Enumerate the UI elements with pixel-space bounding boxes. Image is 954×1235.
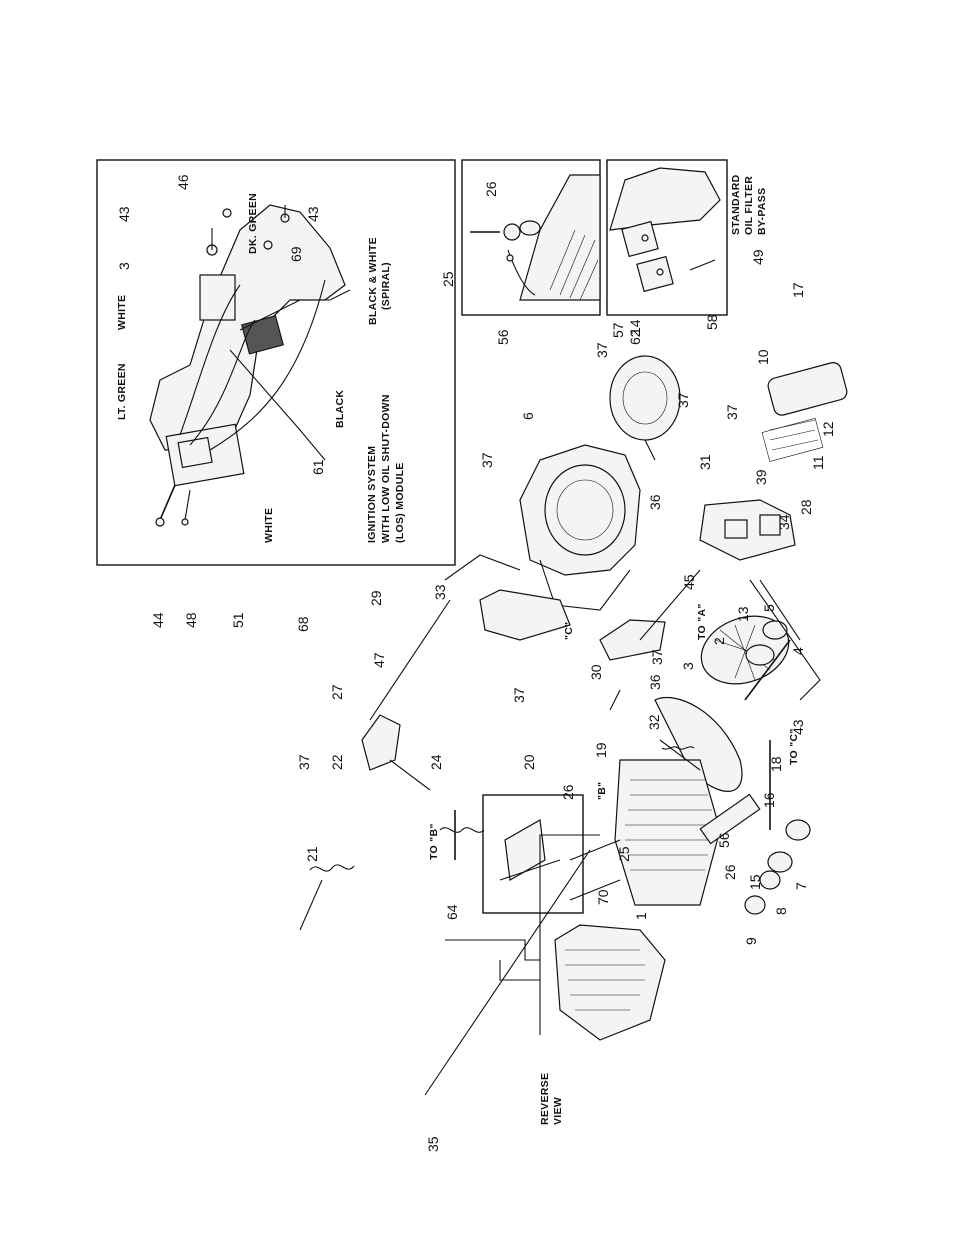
callout-14: 14 xyxy=(627,319,643,335)
callout-16: 16 xyxy=(761,792,777,808)
callout-12: 12 xyxy=(820,421,836,437)
wire-label-white-left: WHITE xyxy=(263,508,275,543)
callout-45: 45 xyxy=(681,574,697,590)
callout-48: 48 xyxy=(183,612,199,628)
callout-21: 21 xyxy=(304,846,320,862)
callout-26-lower: 26 xyxy=(722,864,738,880)
callout-43: 43 xyxy=(790,719,806,735)
ignition-captions: IGNITION SYSTEM WITH LOW OIL SHUT-DOWN (… xyxy=(116,193,406,543)
callout-31: 31 xyxy=(697,454,713,470)
throttle-link-inset xyxy=(461,159,601,316)
callout-58: 58 xyxy=(704,314,720,330)
oil-filter-bypass-inset xyxy=(606,159,728,316)
wire-label-black: BLACK xyxy=(334,390,346,428)
caption-by-pass: BY-PASS xyxy=(756,188,768,235)
callout-26-inset: 26 xyxy=(483,181,499,197)
caption-ignition-system: IGNITION SYSTEM xyxy=(366,446,378,543)
callout-62: 62 xyxy=(627,329,643,345)
callout-61: 61 xyxy=(310,459,326,475)
caption-view: VIEW xyxy=(552,1097,564,1125)
callout-32: 32 xyxy=(646,714,662,730)
callout-51: 51 xyxy=(230,612,246,628)
callout-19: 19 xyxy=(593,742,609,758)
callout-37-top: 37 xyxy=(479,452,495,468)
callout-3: 3 xyxy=(680,662,696,670)
callout-34: 34 xyxy=(776,514,792,530)
callout-29: 29 xyxy=(368,590,384,606)
callout-13: 13 xyxy=(735,606,751,622)
wire-label-spiral: (SPIRAL) xyxy=(380,262,392,310)
callout-68: 68 xyxy=(295,616,311,632)
callout-4: 4 xyxy=(790,647,806,655)
callout-17: 17 xyxy=(790,282,806,298)
callout-37-blower: 37 xyxy=(594,342,610,358)
caption-los-module: (LOS) MODULE xyxy=(394,462,406,543)
ref-to-b: TO "B" xyxy=(428,823,440,860)
callout-57: 57 xyxy=(610,322,626,338)
callout-11: 11 xyxy=(810,455,826,470)
ignition-system-inset xyxy=(96,159,456,566)
callout-36-mid: 36 xyxy=(647,494,663,510)
caption-reverse: REVERSE xyxy=(539,1073,551,1125)
callout-35: 35 xyxy=(425,1136,441,1152)
caption-with-los: WITH LOW OIL SHUT-DOWN xyxy=(380,394,392,543)
callout-44: 44 xyxy=(150,612,166,628)
caption-standard: STANDARD xyxy=(730,174,742,235)
part-callouts: 44 48 51 61 3 43 46 69 43 25 26 56 57 62… xyxy=(116,174,836,1152)
ref-to-a: TO "A" xyxy=(696,603,708,640)
callout-1: 1 xyxy=(633,912,649,920)
callout-10: 10 xyxy=(755,349,771,365)
callout-30: 30 xyxy=(588,664,604,680)
callout-46: 46 xyxy=(175,174,191,190)
callout-69: 69 xyxy=(288,246,304,262)
callout-64: 64 xyxy=(444,904,460,920)
callout-22: 22 xyxy=(329,754,345,770)
callout-26: 26 xyxy=(560,784,576,800)
ref-c: "C" xyxy=(563,622,575,640)
callout-5: 5 xyxy=(761,604,777,612)
wire-label-dk-green: DK. GREEN xyxy=(247,193,259,254)
callout-18: 18 xyxy=(768,756,784,772)
ref-to-c: TO "C" xyxy=(788,728,800,765)
callout-15: 15 xyxy=(747,874,763,890)
callout-70: 70 xyxy=(595,889,611,905)
callout-25-inset: 25 xyxy=(440,271,456,287)
callout-37-panel: 37 xyxy=(296,754,312,770)
ref-b: "B" xyxy=(596,782,608,800)
callout-43-inset-right: 43 xyxy=(305,206,321,222)
oil-filter-captions: STANDARD OIL FILTER BY-PASS xyxy=(730,174,768,235)
callout-37-starter: 37 xyxy=(675,392,691,408)
callout-28: 28 xyxy=(798,499,814,515)
wire-label-black-white: BLACK & WHITE xyxy=(367,237,379,325)
reference-captions: REVERSE VIEW TO "B" TO "A" TO "C" "B" "C… xyxy=(428,603,800,1125)
callout-2: 2 xyxy=(711,637,727,645)
callout-37-right: 37 xyxy=(724,404,740,420)
callout-6: 6 xyxy=(520,412,536,420)
callout-56-inset: 56 xyxy=(495,329,511,345)
callout-9: 9 xyxy=(743,937,759,945)
wire-label-lt-green: LT. GREEN xyxy=(116,363,128,420)
main-exploded-view xyxy=(299,355,848,1096)
callout-47: 47 xyxy=(371,652,387,668)
callout-36-lower: 36 xyxy=(647,674,663,690)
callout-33: 33 xyxy=(432,584,448,600)
callout-24: 24 xyxy=(428,754,444,770)
callout-39: 39 xyxy=(753,469,769,485)
callout-43-inset-top: 43 xyxy=(116,206,132,222)
callout-3-inset: 3 xyxy=(116,262,132,270)
caption-oil-filter: OIL FILTER xyxy=(743,176,755,235)
callout-56: 56 xyxy=(716,832,732,848)
callout-8: 8 xyxy=(773,907,789,915)
callout-49: 49 xyxy=(750,249,766,265)
callout-20: 20 xyxy=(521,754,537,770)
wire-label-white-top: WHITE xyxy=(116,295,128,330)
callout-37-left: 37 xyxy=(511,687,527,703)
callout-37-center: 37 xyxy=(649,649,665,665)
callout-7: 7 xyxy=(793,882,809,890)
callout-27: 27 xyxy=(329,684,345,700)
callout-25: 25 xyxy=(616,846,632,862)
